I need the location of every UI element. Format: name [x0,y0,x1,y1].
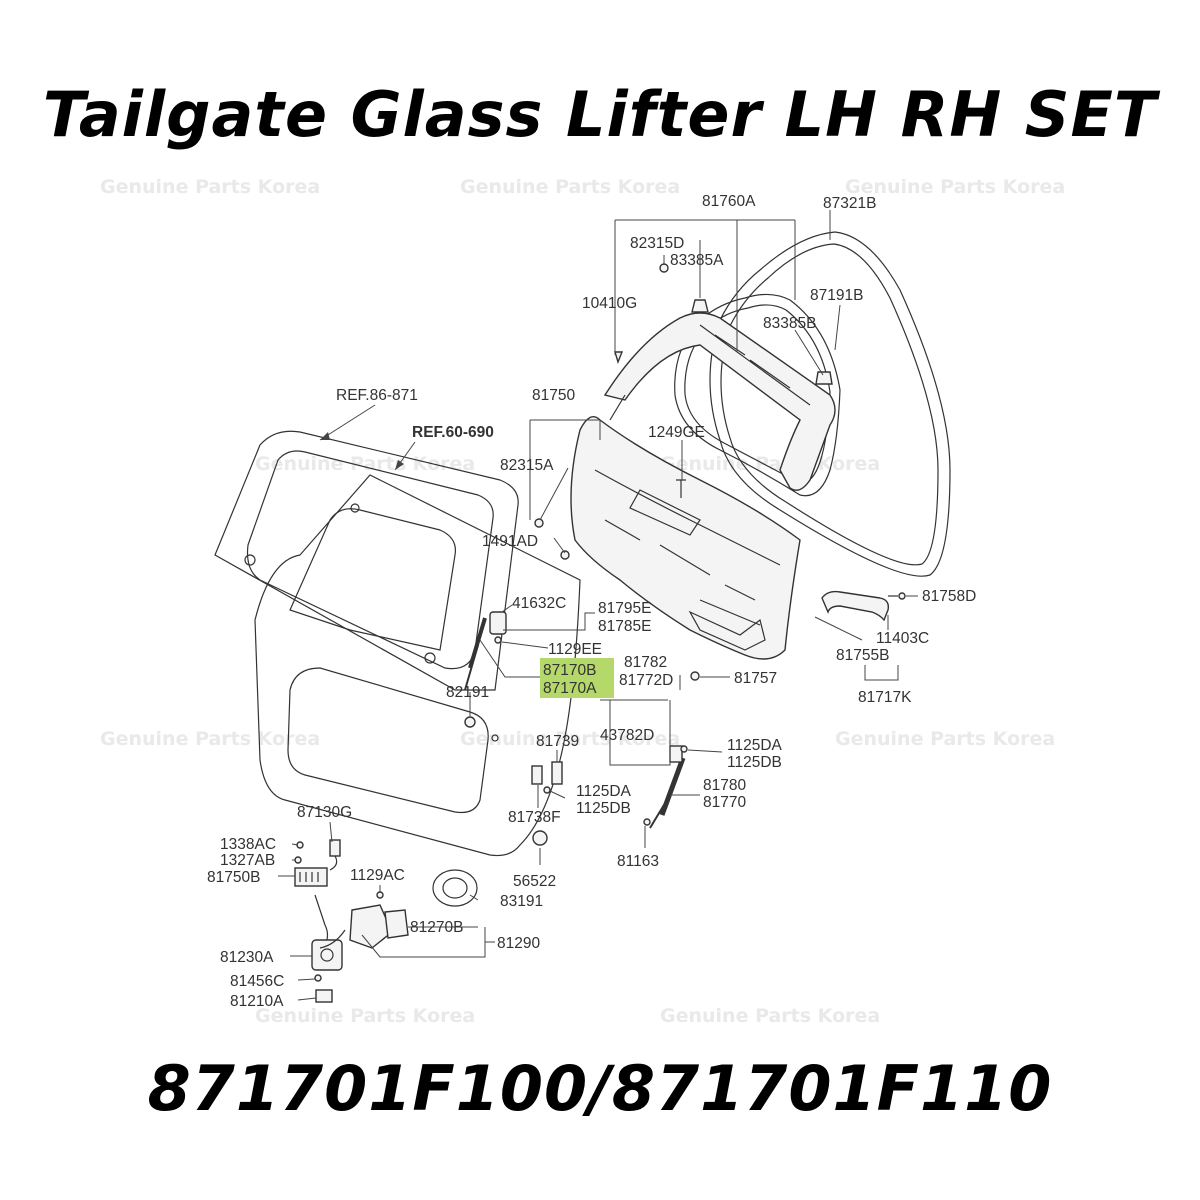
label-82315a: 82315A [500,457,554,474]
label-81163: 81163 [617,853,659,870]
label-87130g: 87130G [297,804,352,821]
label-81758d: 81758D [922,588,976,605]
label-81230a: 81230A [220,949,274,966]
tailgate-trim-panel-81750 [570,416,801,660]
label-81780: 81780 [703,777,746,794]
label-1125da-middle: 1125DA [576,783,632,800]
watermark-text: Genuine Parts Korea [100,176,320,198]
label-56522: 56522 [513,873,556,890]
glass-inner-line [246,450,494,670]
page-title: Tailgate Glass Lifter LH RH SET [42,78,1158,151]
label-81755b: 81755B [836,647,889,664]
label-1327ab: 1327AB [220,852,275,869]
label-11403c: 11403C [876,630,929,647]
tailgate-glass [214,430,519,691]
watermark-text: Genuine Parts Korea [255,453,475,475]
glass-mount-point [424,652,436,664]
upper-trim-81760a [603,312,836,491]
latch-assembly [294,839,409,1003]
label-81785e: 81785E [598,618,651,635]
label-81782: 81782 [624,654,667,671]
weatherstrip-87321b [709,231,951,577]
label-87191b: 87191B [810,287,863,304]
label-87321b: 87321B [823,195,876,212]
part-numbers: 871701F100/871701F110 [147,1052,1053,1125]
glass-mount-point [244,554,256,566]
upper-trim-detail [609,324,811,421]
label-81290: 81290 [497,935,540,952]
glass-lifter-strut-87170 [464,611,507,691]
label-1125db-middle: 1125DB [576,800,631,817]
label-81757: 81757 [734,670,777,687]
label-81456c: 81456C [230,973,284,990]
watermark-text: Genuine Parts Korea [460,176,680,198]
handle-81755b [821,590,890,622]
label-81270b: 81270B [410,919,463,936]
label-83191: 83191 [500,893,543,910]
label-82191: 82191 [446,684,489,701]
highlight-box [540,658,614,698]
watermark-text: Genuine Parts Korea [845,176,1065,198]
trim-panel-details [594,469,781,626]
label-81750: 81750 [532,387,575,404]
glass-mount-point [350,503,360,513]
weatherstrip-inner-edge [720,243,939,566]
tailgate-hole [491,734,499,742]
label-1249ge: 1249GE [648,424,705,441]
label-1125da-right: 1125DA [727,737,783,754]
watermarks: Genuine Parts Korea Genuine Parts Korea … [100,176,1065,1027]
label-81750b: 81750B [207,869,260,886]
leader-lines [278,210,918,1001]
label-81795e: 81795E [598,600,651,617]
small-fasteners [531,263,906,846]
part-82191-bumper [464,716,476,728]
label-1129ee: 1129EE [548,641,602,658]
watermark-text: Genuine Parts Korea [255,1005,475,1027]
tailgate-license-recess [287,667,489,814]
label-83385a: 83385A [670,252,724,269]
label-1129ac: 1129AC [350,867,405,884]
label-87170a: 87170A [543,680,597,697]
label-1338ac: 1338AC [220,836,276,853]
part-labels: 81760A 87321B 82315D 83385A 10410G 87191… [207,193,976,1010]
label-1125db-right: 1125DB [727,754,782,771]
watermark-text: Genuine Parts Korea [100,728,320,750]
label-ref-86-871: REF.86-871 [336,387,418,404]
watermark-text: Genuine Parts Korea [835,728,1055,750]
watermark-text: Genuine Parts Korea [660,1005,880,1027]
glass-defrost-area [289,508,457,651]
watermark-text: Genuine Parts Korea [460,728,680,750]
label-82315d: 82315D [630,235,684,252]
label-81717k: 81717K [858,689,912,706]
label-81210a: 81210A [230,993,284,1010]
label-10410g: 10410G [582,295,637,312]
label-87170b: 87170B [543,662,596,679]
label-1491ad: 1491AD [482,533,538,550]
label-ref-60-690: REF.60-690 [412,424,494,441]
tailgate-lifter-strut-81770 [649,745,686,829]
label-81770: 81770 [703,794,746,811]
label-81739: 81739 [536,733,579,750]
label-81760a: 81760A [702,193,756,210]
trim-panel-pocket [688,610,766,651]
label-81772d: 81772D [619,672,673,689]
watermark-text: Genuine Parts Korea [660,453,880,475]
cover-83191 [432,869,478,907]
label-81738f: 81738F [508,809,561,826]
label-83385b: 83385B [763,315,816,332]
label-43782d: 43782D [600,727,654,744]
label-41632c: 41632C [512,595,566,612]
